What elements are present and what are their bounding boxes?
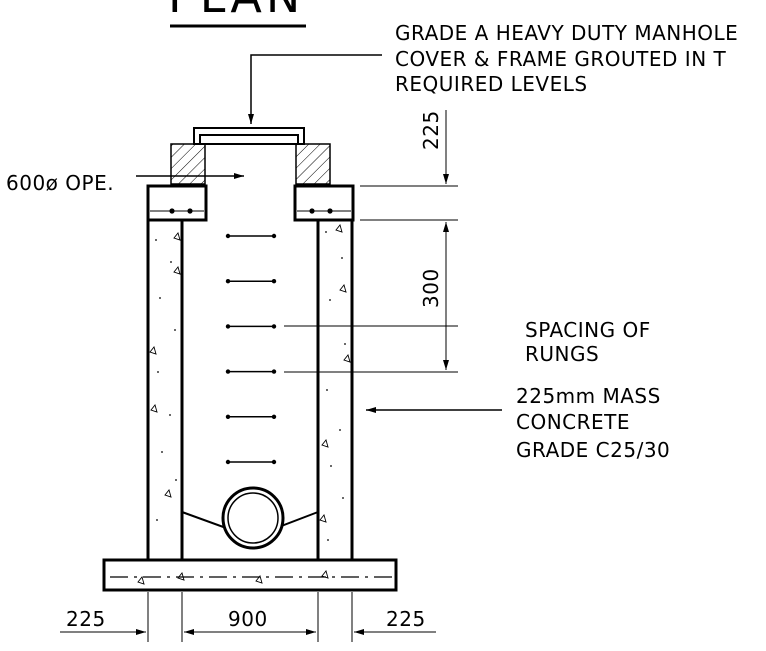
rung-spacing-value: 300	[419, 268, 443, 308]
outlet-pipe	[221, 486, 285, 550]
rungs-note-line2: RUNGS	[525, 342, 599, 366]
step-iron-rung	[225, 369, 277, 374]
base-slab	[102, 558, 398, 592]
cover-note-line2: COVER & FRAME GROUTED IN T	[395, 47, 727, 71]
step-iron-rung	[225, 324, 277, 329]
step-irons	[225, 233, 277, 465]
rungs-note-line1: SPACING OF	[525, 318, 651, 342]
cover-depth-dimension	[360, 110, 458, 221]
manhole-cover-frame	[170, 127, 331, 185]
step-iron-rung	[225, 459, 277, 465]
bottom-dimension-lines	[60, 592, 436, 642]
wall-note-line1: 225mm MASS	[516, 384, 661, 408]
inner-width-dimension: 900	[228, 607, 268, 631]
rung-spacing-dimension	[284, 222, 458, 373]
step-iron-rung	[225, 414, 277, 419]
step-iron-rung	[225, 279, 277, 284]
right-wall-dimension: 225	[386, 607, 426, 631]
left-wall-dimension: 225	[66, 607, 106, 631]
wall-note-line2: CONCRETE	[516, 410, 630, 434]
cover-depth-value: 225	[419, 110, 443, 150]
step-iron-rung	[225, 233, 277, 239]
wall-note-line3: GRADE C25/30	[516, 438, 670, 462]
cover-leader	[248, 54, 382, 124]
cover-note-line1: GRADE A HEAVY DUTY MANHOLE	[395, 21, 738, 45]
opening-label: 600ø OPE.	[6, 171, 114, 195]
cover-note-line3: REQUIRED LEVELS	[395, 72, 588, 96]
cover-slab	[146, 184, 355, 222]
drawing-title: PLAN	[168, 0, 304, 23]
